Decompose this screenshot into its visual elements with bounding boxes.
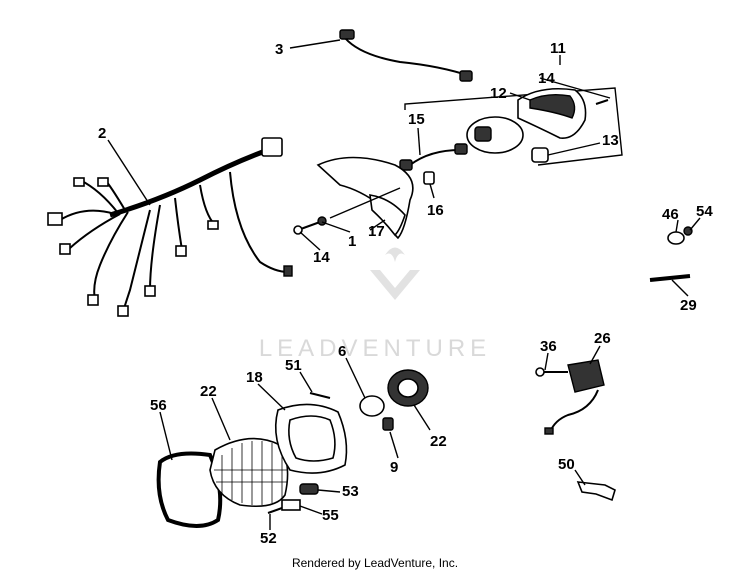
callout-56: 56: [150, 397, 167, 414]
part-15-socket-wire: [399, 143, 468, 171]
part-14-screw: [595, 99, 609, 105]
part-18-housing: [274, 403, 348, 474]
callout-18: 18: [246, 369, 263, 386]
callout-14b: 14: [313, 249, 330, 266]
footer-credit: Rendered by LeadVenture, Inc.: [291, 556, 459, 570]
part-22-headlight-lens: [209, 437, 289, 508]
callouts: 3 2 11 14 12 13 15 16 1 17 14 46 54 29 2…: [98, 40, 713, 547]
part-56-rim: [156, 451, 223, 528]
callout-14a: 14: [538, 70, 555, 87]
callout-9: 9: [390, 459, 398, 476]
callout-29: 29: [680, 297, 697, 314]
part-26-switch: [544, 359, 605, 435]
part-22-bulb: [387, 369, 429, 407]
leader-lines: [107, 39, 701, 530]
callout-26: 26: [594, 330, 611, 347]
part-12-tail-light-lens: [517, 87, 587, 139]
callout-55: 55: [322, 507, 339, 524]
part-6-socket: [359, 395, 385, 417]
part-55-plate: [281, 499, 301, 511]
callout-22b: 22: [430, 433, 447, 450]
part-36-head: [535, 367, 545, 377]
callout-52: 52: [260, 530, 277, 547]
part-46-54-clip: [667, 226, 693, 245]
watermark-text: LEADVENTURE: [259, 335, 491, 362]
bracket-11: [404, 87, 623, 166]
callout-3: 3: [275, 41, 283, 58]
part-51-screw: [309, 392, 331, 399]
callout-2: 2: [98, 125, 106, 142]
callout-15: 15: [408, 111, 425, 128]
callout-6: 6: [338, 343, 346, 360]
part-53-spring: [299, 483, 319, 495]
tail-light-housing: [466, 116, 524, 154]
callout-51: 51: [285, 357, 302, 374]
part-17-fender: [316, 156, 414, 240]
leadventure-watermark: LEADVENTURE: [259, 247, 491, 362]
part-50-bracket: [576, 481, 616, 502]
callout-17: 17: [368, 223, 385, 240]
callout-13: 13: [602, 132, 619, 149]
callout-54: 54: [696, 203, 713, 220]
callout-11: 11: [550, 40, 566, 57]
callout-53: 53: [342, 483, 359, 500]
part-16-grommet: [423, 171, 435, 185]
callout-22a: 22: [200, 383, 217, 400]
part-9-clip: [382, 417, 394, 431]
callout-36: 36: [540, 338, 557, 355]
callout-1: 1: [348, 233, 356, 250]
part-2-wiring-harness: [47, 137, 293, 317]
part-3-wire: [339, 29, 473, 82]
callout-46: 46: [662, 206, 679, 223]
part-29-strap: [649, 274, 691, 282]
callout-12: 12: [490, 85, 507, 102]
callout-16: 16: [427, 202, 444, 219]
part-13-bulb: [531, 147, 549, 163]
part-52-screw: [267, 507, 283, 514]
callout-50: 50: [558, 456, 575, 473]
